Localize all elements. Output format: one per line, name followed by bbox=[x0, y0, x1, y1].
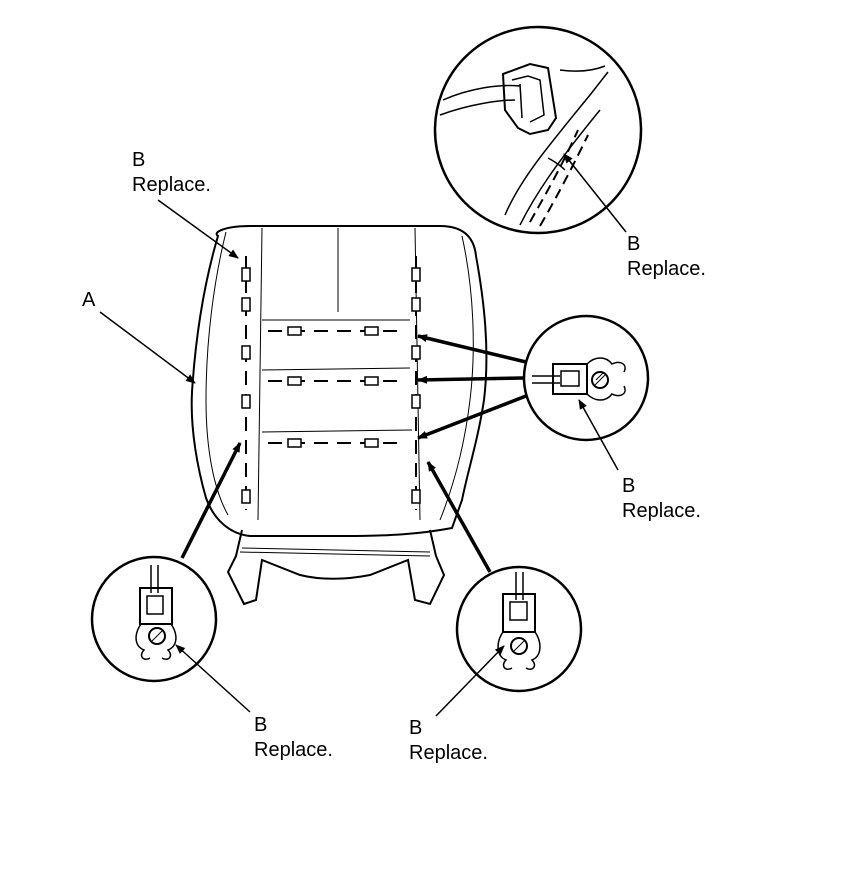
detail-circle-bottom-right bbox=[455, 565, 583, 693]
label-b-top-left-letter: B bbox=[132, 149, 146, 171]
label-a: A bbox=[82, 289, 96, 311]
label-b-bottom-left-letter: B bbox=[254, 714, 268, 736]
leader-arrows bbox=[180, 334, 527, 573]
label-b-bottom-right-text: Replace. bbox=[409, 742, 488, 764]
label-b-top-left-text: Replace. bbox=[132, 174, 211, 196]
seat-back-cushion bbox=[190, 225, 488, 606]
clip-lines bbox=[245, 256, 417, 510]
callout-lines bbox=[99, 153, 627, 717]
detail-circle-top-right bbox=[433, 25, 643, 235]
label-b-top-right-text: Replace. bbox=[627, 258, 706, 280]
detail-circle-bottom-left bbox=[90, 555, 218, 683]
label-b-right-letter: B bbox=[622, 475, 636, 497]
clip-marks bbox=[241, 267, 421, 504]
label-b-bottom-right-letter: B bbox=[409, 717, 423, 739]
label-b-top-right-letter: B bbox=[627, 233, 641, 255]
detail-circle-right bbox=[522, 314, 650, 442]
label-b-right-text: Replace. bbox=[622, 500, 701, 522]
label-b-bottom-left-text: Replace. bbox=[254, 739, 333, 761]
